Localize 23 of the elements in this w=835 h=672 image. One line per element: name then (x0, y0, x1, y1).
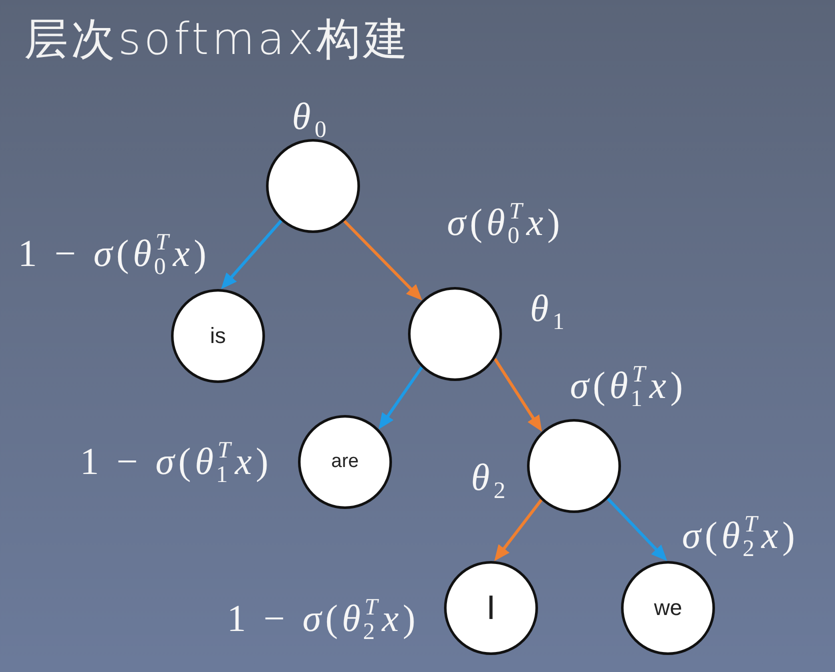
circle-node (266, 139, 360, 233)
circle-node: I (444, 561, 538, 655)
parameter-label: θ$_{1}$ (530, 288, 570, 330)
edge-label: σ(θ$^{T}$$_{1}$x) (570, 365, 687, 407)
arrow (343, 220, 422, 300)
title: 层次softmax构建 (24, 13, 411, 67)
arrow (606, 498, 668, 561)
parameter-label: θ$_{2}$ (471, 457, 510, 499)
edge-label: σ(θ$^{T}$$_{2}$x) (682, 515, 799, 557)
edge-label: σ(θ$^{T}$$_{0}$x) (447, 202, 564, 244)
edge-label: 1 − σ(θ$^{T}$$_{2}$x) (227, 598, 420, 640)
circle-node (527, 419, 621, 513)
edge-label: 1 − σ(θ$^{T}$$_{0}$x) (18, 233, 210, 275)
circle-node: are (298, 415, 392, 509)
parameter-label: θ$_{0}$ (292, 96, 332, 138)
arrow (221, 220, 282, 290)
arrow (378, 366, 424, 430)
edge-label: 1 − σ(θ$^{T}$$_{1}$x) (80, 441, 272, 483)
arrow (494, 358, 542, 432)
circle-node (408, 287, 502, 381)
circle-node: we (621, 561, 715, 655)
arrow (494, 498, 543, 562)
circle-node: is (171, 289, 265, 383)
